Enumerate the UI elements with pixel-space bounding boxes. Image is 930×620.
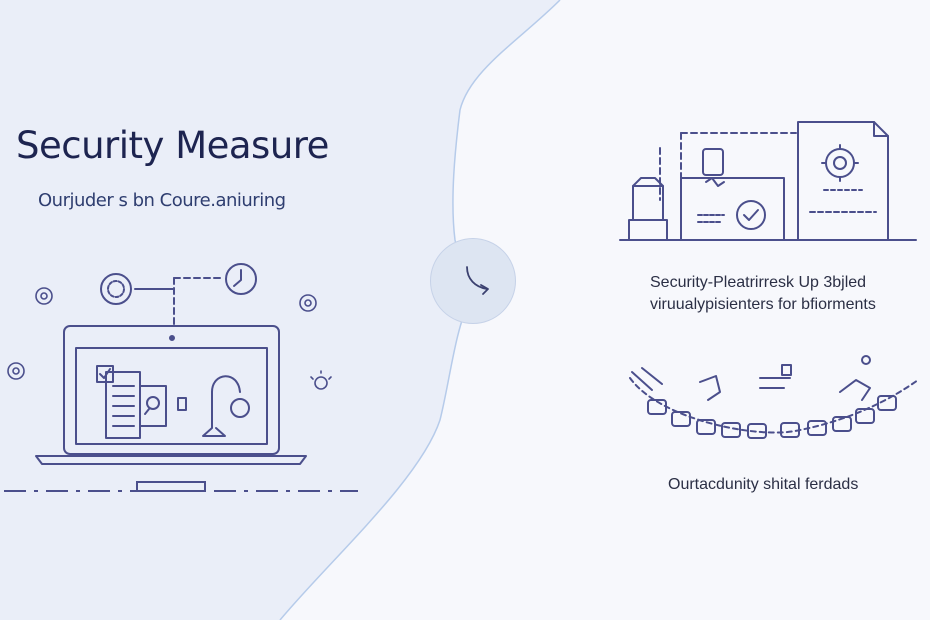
gear-icon	[100, 273, 132, 305]
clock-icon	[225, 263, 257, 295]
refresh-button[interactable]	[430, 238, 516, 324]
document-icon	[680, 177, 785, 241]
caption-top-line2: viruualypisienters for bfiorments	[650, 296, 876, 313]
gear-icon	[7, 287, 317, 380]
refresh-arrow-icon	[466, 266, 489, 295]
tag-icon	[177, 397, 187, 411]
document-icon	[96, 365, 167, 439]
document-icon	[797, 121, 889, 241]
laptop-icon	[35, 325, 307, 465]
lock-icon	[702, 148, 725, 187]
hand-icon	[839, 379, 871, 401]
hand-icon	[699, 375, 721, 401]
chain-icon	[647, 395, 897, 439]
caption-bottom: Ourtacdunity shital ferdads	[668, 476, 859, 493]
chain-illustration	[629, 355, 919, 439]
caption-top: Security-Pleatrirresk Up 3bjled viruualy…	[650, 272, 876, 316]
page-subtitle: Ourjuder s bn Coure.aniuring	[38, 190, 286, 211]
gear-icon	[821, 144, 859, 182]
shield-icon	[736, 200, 766, 230]
file-box-icon	[632, 185, 664, 221]
lightbulb-icon	[310, 370, 332, 390]
caption-top-line1: Security-Pleatrirresk Up 3bjled	[650, 274, 867, 291]
lamp-icon	[202, 375, 250, 437]
magnifier-icon	[144, 396, 160, 415]
document-security-illustration	[619, 121, 917, 241]
page-title: Security Measure	[16, 124, 329, 167]
laptop-illustration	[4, 263, 358, 492]
